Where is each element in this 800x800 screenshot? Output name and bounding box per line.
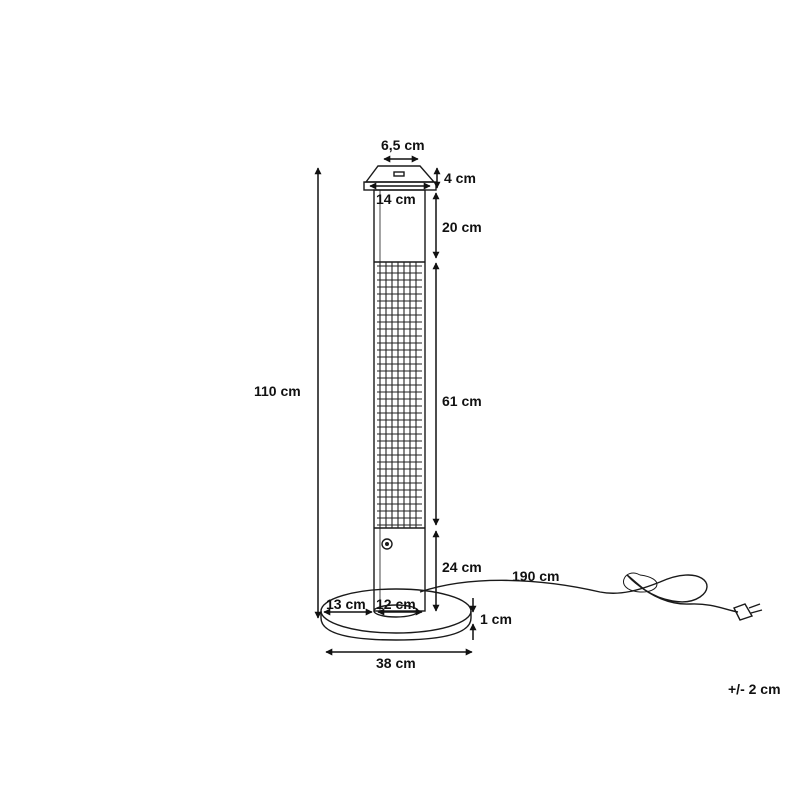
dimension-labels: 6,5 cm 4 cm 14 cm 20 cm 110 cm 61 cm 24 … [254,137,781,697]
dimension-lines [314,155,477,656]
power-switch [381,538,393,550]
power-plug [733,603,763,621]
label-cap-height: 4 cm [444,170,476,186]
power-cable [419,572,739,613]
label-base-thickness: 1 cm [480,611,512,627]
label-lower-section: 24 cm [442,559,482,575]
label-tolerance: +/- 2 cm [728,681,781,697]
label-heating-section: 61 cm [442,393,482,409]
label-top-width: 6,5 cm [381,137,425,153]
label-base-offset: 13 cm [326,596,366,612]
label-total-height: 110 cm [254,383,301,399]
heater-illustration [320,165,763,641]
label-upper-section: 20 cm [442,219,482,235]
label-head-width: 14 cm [376,191,416,207]
label-column-width: 12 cm [376,596,416,612]
heating-element-grid [377,262,422,528]
label-cable-length: 190 cm [512,568,559,584]
column-body [373,189,426,612]
label-base-width: 38 cm [376,655,416,671]
